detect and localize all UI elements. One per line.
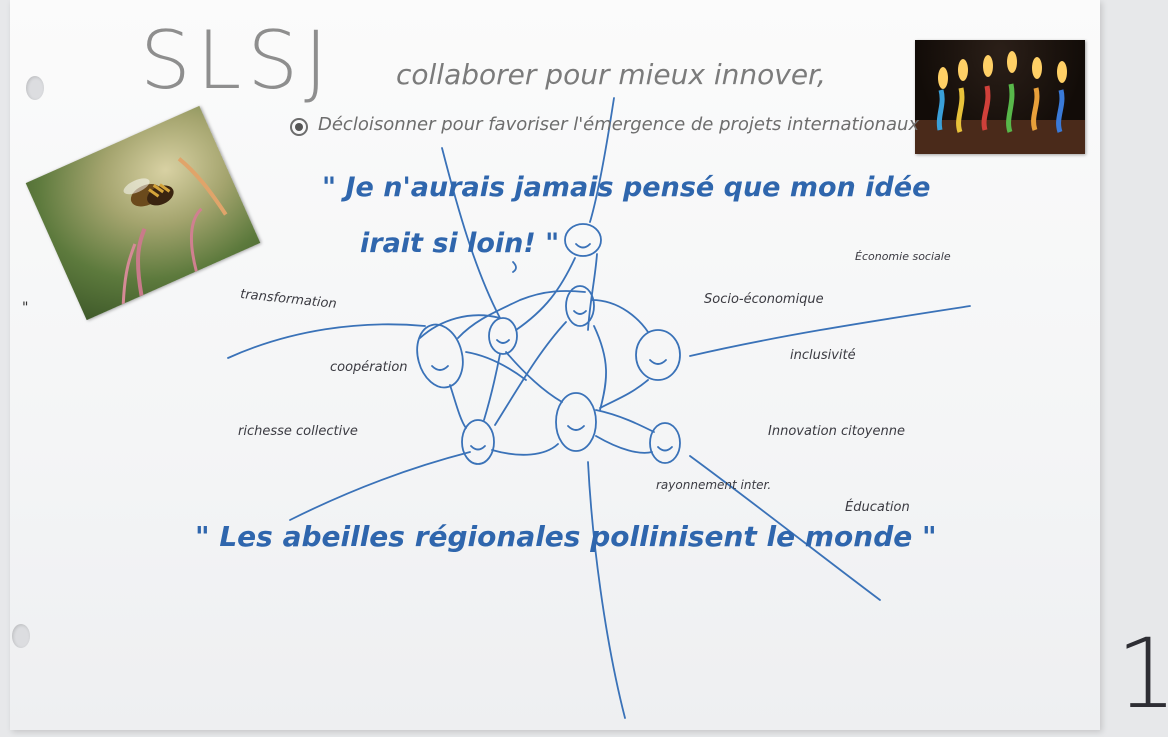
label-socio-economique: Socio-économique bbox=[704, 292, 824, 307]
quote-bees: " Les abeilles régionales pollinisent le… bbox=[195, 520, 937, 553]
label-cooperation: coopération bbox=[330, 360, 408, 375]
label-rayonnement: rayonnement inter. bbox=[656, 478, 772, 492]
punch-hole bbox=[26, 76, 44, 100]
bullet-icon bbox=[290, 118, 308, 136]
birthday-cake-photo bbox=[915, 40, 1085, 154]
label-economie-sociale: Économie sociale bbox=[855, 250, 951, 263]
quote-idea-line2: irait si loin! " bbox=[360, 228, 560, 259]
page-title: SLSJ bbox=[140, 14, 334, 107]
label-richesse-collective: richesse collective bbox=[238, 424, 358, 439]
bullet-text: Décloisonner pour favoriser l'émergence … bbox=[318, 114, 920, 135]
subtitle: collaborer pour mieux innover, bbox=[396, 58, 826, 91]
bee-flower-photo bbox=[25, 105, 261, 321]
quote-idea-line1: " Je n'aurais jamais pensé que mon idée bbox=[322, 172, 931, 203]
punch-hole bbox=[12, 624, 30, 648]
label-innovation-citoyenne: Innovation citoyenne bbox=[768, 424, 905, 439]
stray-mark: " bbox=[22, 300, 29, 316]
bee-icon bbox=[121, 157, 228, 304]
label-education: Éducation bbox=[845, 500, 910, 515]
label-inclusivite: inclusivité bbox=[790, 348, 856, 363]
candles-icon bbox=[915, 51, 1085, 154]
page-number: 1 bbox=[1116, 618, 1168, 730]
